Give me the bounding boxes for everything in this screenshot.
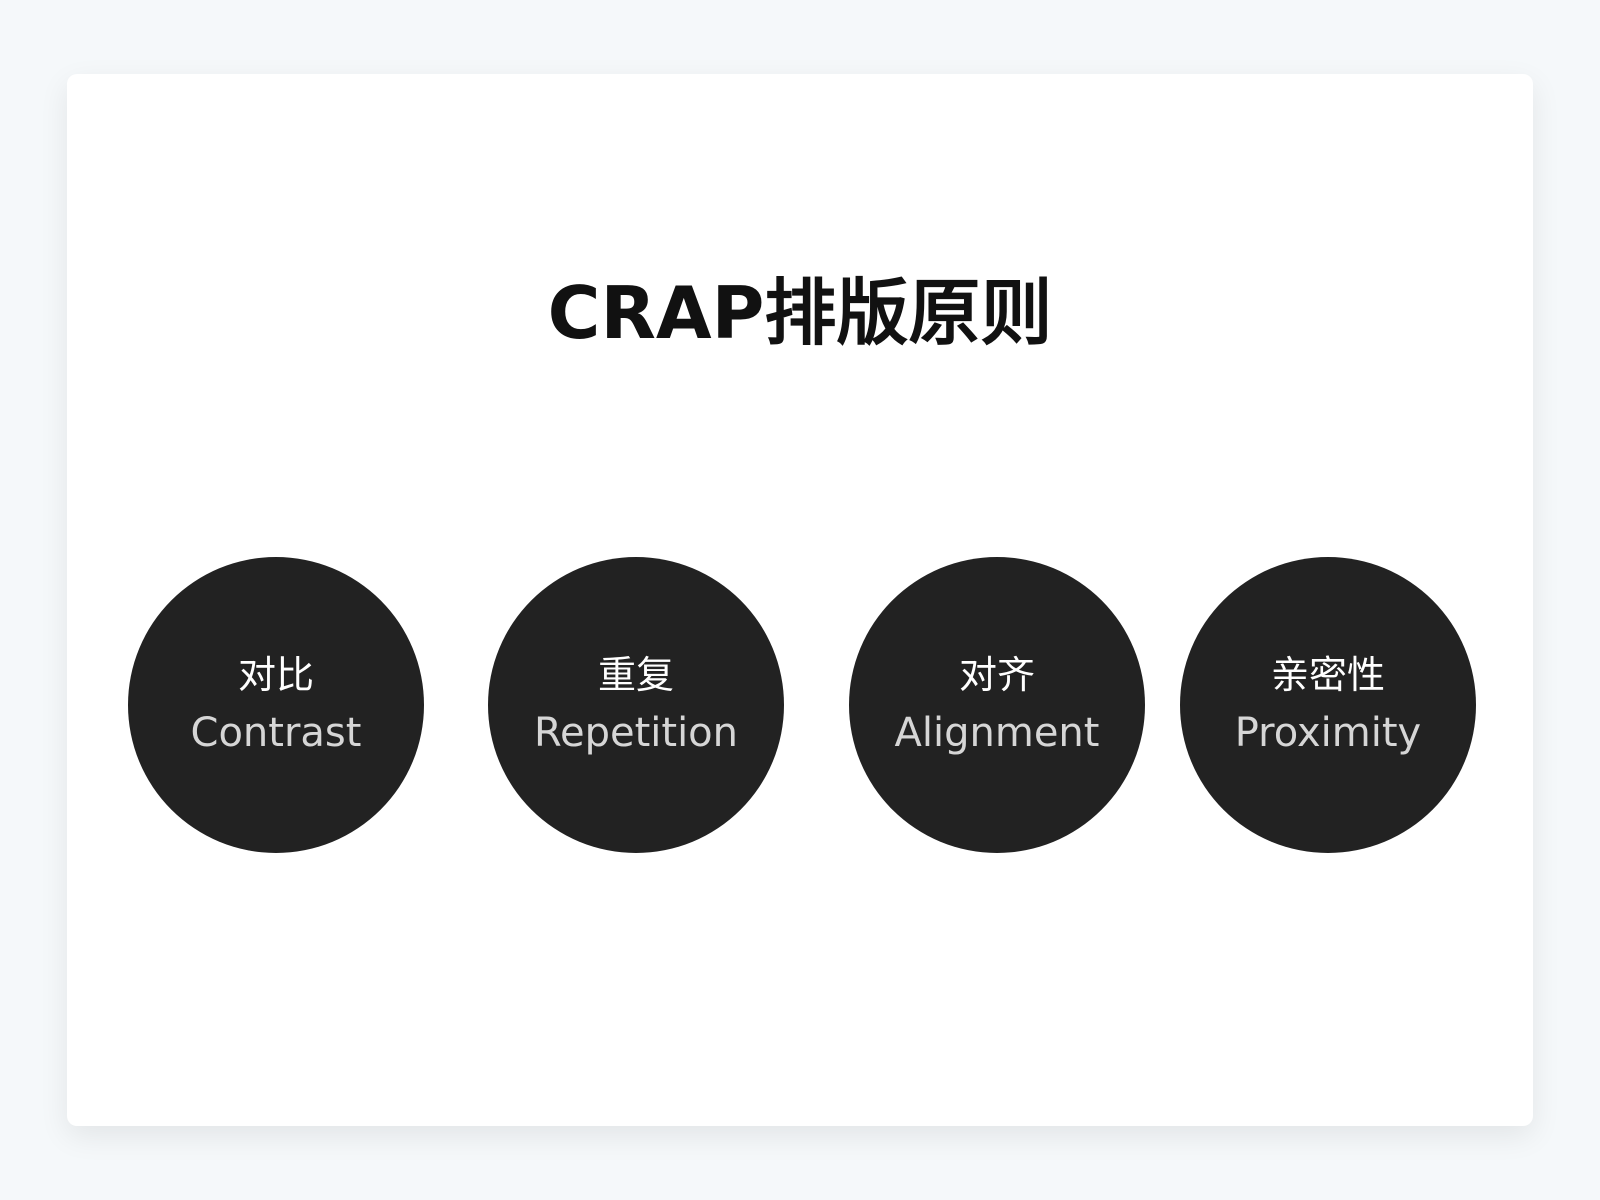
principle-cn-label: 重复 <box>597 653 674 698</box>
principle-circle-contrast: 对比 Contrast <box>128 557 424 853</box>
principle-en-label: Proximity <box>1234 709 1422 756</box>
page-title: CRAP排版原则 <box>547 271 1053 355</box>
principle-cn-label: 亲密性 <box>1270 653 1385 698</box>
principle-circle-alignment: 对齐 Alignment <box>849 557 1145 853</box>
principle-circle-repetition: 重复 Repetition <box>488 557 784 853</box>
principle-en-label: Alignment <box>894 709 1100 756</box>
principle-cn-label: 对齐 <box>958 653 1035 698</box>
principle-circle-proximity: 亲密性 Proximity <box>1180 557 1476 853</box>
principle-cn-label: 对比 <box>237 653 314 698</box>
slide-card: CRAP排版原则 对比 Contrast 重复 Repetition 对齐 Al… <box>67 74 1533 1126</box>
principle-en-label: Repetition <box>533 709 739 756</box>
principle-en-label: Contrast <box>190 709 362 756</box>
